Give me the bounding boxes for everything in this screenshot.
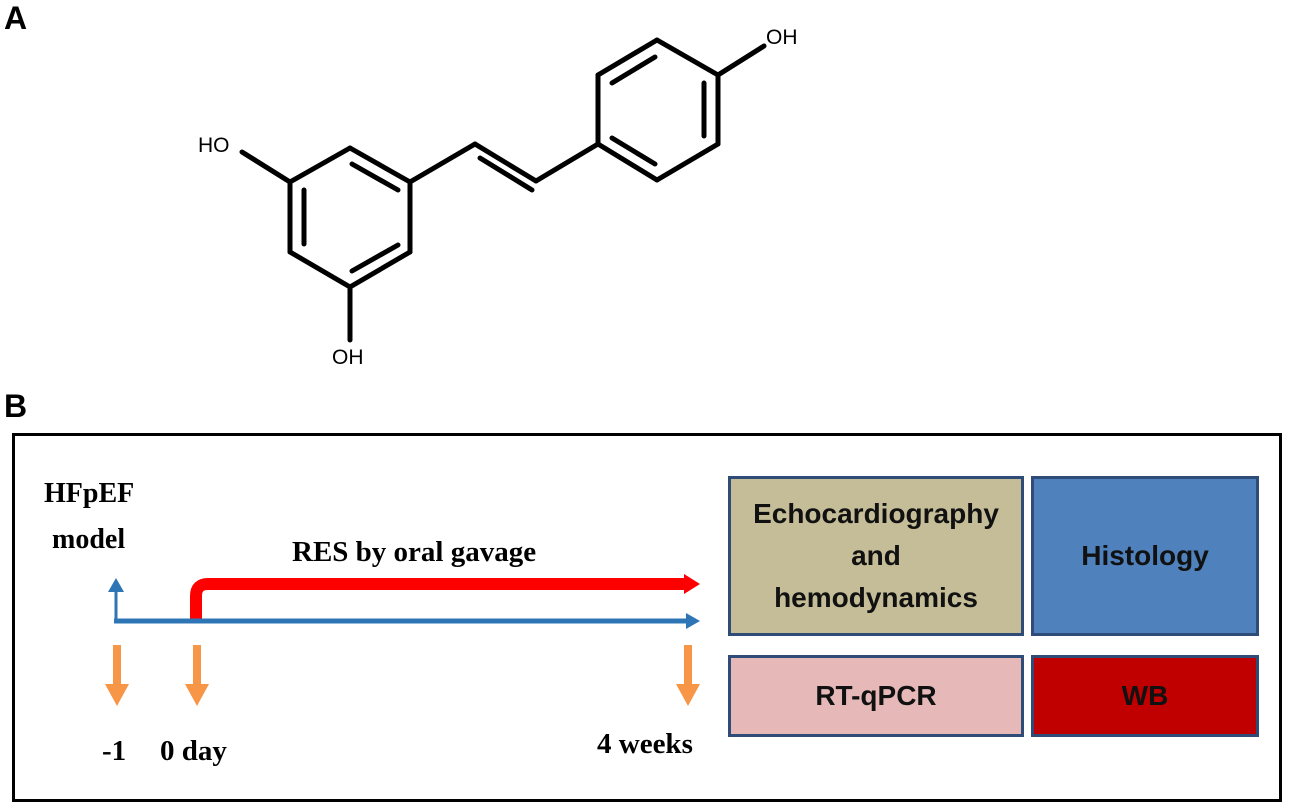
bond [533,141,601,184]
oh-bottom-label: OH [332,346,364,369]
outcome-box-histology: Histology [1031,476,1259,636]
model-up-arrowhead [108,578,124,592]
treatment-arrowhead [684,574,700,594]
bond [349,161,401,193]
bond [595,141,660,183]
resveratrol-structure: OH HO OH [198,26,798,369]
bond [349,242,401,274]
bond [407,141,478,185]
bond [347,145,413,185]
outcome-box-wb: WB [1031,655,1259,737]
outcome-box-rtqpcr: RT-qPCR [728,655,1024,737]
bond [239,149,293,185]
model-label-line2: model [52,524,126,555]
marker-4weeks [676,645,700,706]
bond [609,54,658,86]
bond [287,145,353,185]
treatment-arrow [190,578,686,620]
histology-label: Histology [1081,540,1209,571]
marker-0day [185,645,209,706]
bond [595,37,660,78]
experiment-design-frame [12,433,1282,802]
bond [472,141,539,184]
time-label-zero: 0 day [160,735,227,767]
echo-line2: and [851,540,901,571]
time-label-start: -1 [102,735,127,767]
treatment-label: RES by oral gavage [292,536,537,568]
echo-line1: Echocardiography [753,498,999,529]
bond [609,135,658,167]
marker-minus1 [105,645,129,706]
bond [715,43,767,78]
oh-top-label: OH [766,26,798,49]
outcome-box-echocardiography: Echocardiography and hemodynamics [728,476,1024,636]
rtqpcr-label: RT-qPCR [815,680,937,711]
bond [477,155,535,193]
bond [654,141,721,183]
panel-label-a: A [4,0,28,36]
bond [654,37,721,78]
wb-label: WB [1121,680,1169,711]
panel-label-b: B [4,388,28,424]
bond [347,249,413,290]
echo-line3: hemodynamics [774,582,978,613]
model-label-line1: HFpEF [44,478,135,509]
baseline-arrowhead [686,613,700,629]
oh-left-label: HO [198,134,230,157]
bond [287,249,353,290]
time-label-end: 4 weeks [597,728,693,760]
